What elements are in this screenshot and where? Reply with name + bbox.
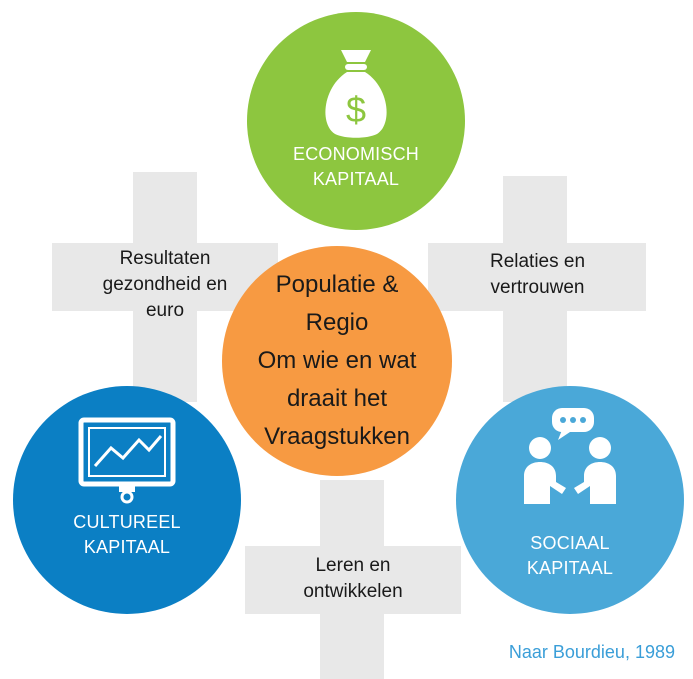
social-capital-circle: SOCIAAL KAPITAAL bbox=[456, 386, 684, 614]
right-cross-horizontal bbox=[428, 243, 646, 311]
people-talking-icon bbox=[524, 408, 616, 504]
economic-capital-circle: $ ECONOMISCH KAPITAAL bbox=[247, 12, 465, 230]
monitor-chart-icon bbox=[78, 417, 176, 504]
svg-text:$: $ bbox=[346, 89, 366, 130]
money-bag-icon: $ bbox=[325, 50, 387, 138]
economic-capital-title: ECONOMISCH KAPITAAL bbox=[292, 144, 419, 189]
center-circle: Populatie & Regio Om wie en wat draait h… bbox=[222, 246, 452, 476]
social-capital-title: SOCIAAL KAPITAAL bbox=[526, 533, 614, 578]
cultural-capital-title: CULTUREEL KAPITAAL bbox=[73, 512, 181, 557]
right-cross-label: Relaties en vertrouwen bbox=[489, 251, 586, 298]
source-credit: Naar Bourdieu, 1989 bbox=[508, 642, 675, 662]
bottom-cross-label: Leren en ontwikkelen bbox=[303, 555, 403, 602]
cultural-capital-circle: CULTUREEL KAPITAAL bbox=[13, 386, 241, 614]
left-cross-label: Resultaten gezondheid en euro bbox=[102, 248, 228, 321]
center-title: Populatie & Regio Om wie en wat draait h… bbox=[257, 271, 417, 450]
bottom-cross-horizontal bbox=[245, 546, 461, 614]
